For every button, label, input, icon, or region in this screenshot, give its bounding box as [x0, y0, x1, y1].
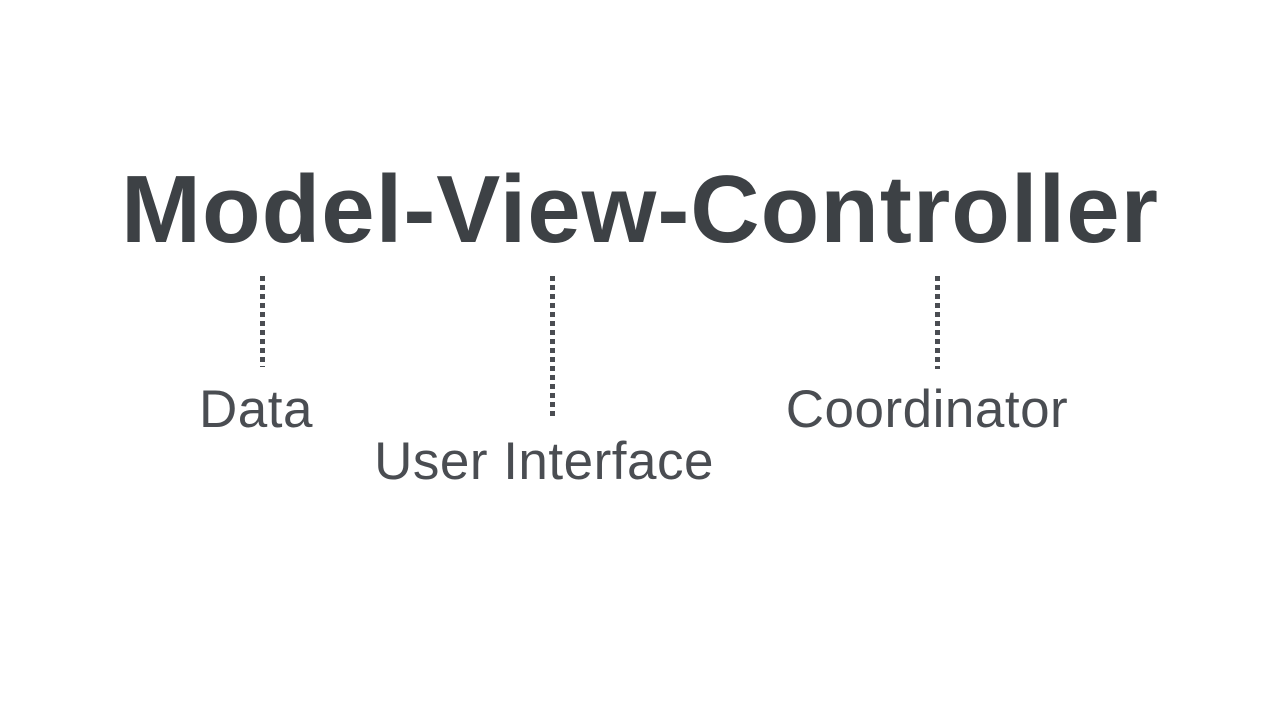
- diagram-title: Model-View-Controller: [121, 156, 1159, 263]
- dotted-connector-view: [550, 276, 555, 417]
- label-model-data: Data: [199, 380, 313, 439]
- dotted-connector-controller: [935, 276, 940, 369]
- label-view-user-interface: User Interface: [374, 432, 714, 491]
- dotted-connector-model: [260, 276, 265, 367]
- label-controller-coordinator: Coordinator: [785, 380, 1069, 439]
